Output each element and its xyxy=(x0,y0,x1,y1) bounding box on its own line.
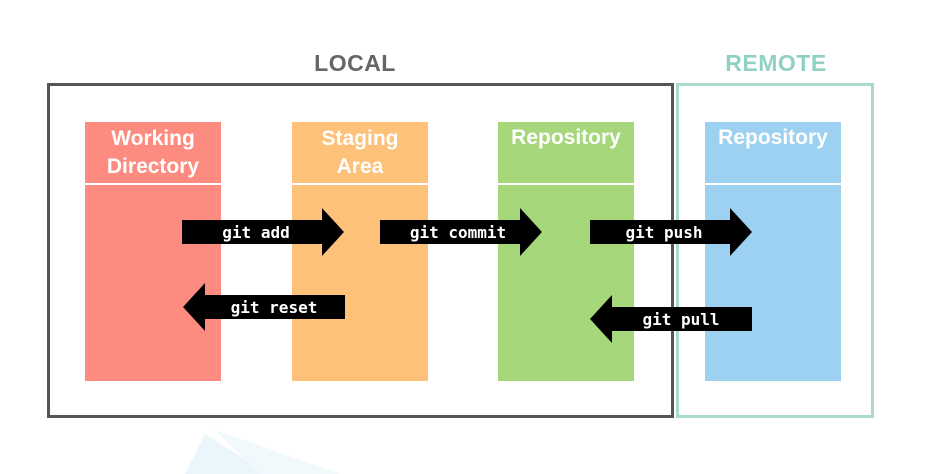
local-repository-header: Repository xyxy=(498,122,634,183)
remote-repository-header: Repository xyxy=(705,122,841,183)
arrow-right-icon xyxy=(380,208,542,256)
staging-area-body xyxy=(292,185,428,381)
arrow-left-icon xyxy=(183,283,345,331)
working-directory-title-line2: Directory xyxy=(106,154,200,178)
remote-repository-title: Repository xyxy=(718,126,828,149)
staging-area-title-line1: Staging xyxy=(321,126,399,150)
git-add-label: git add xyxy=(222,222,290,242)
remote-section-label: REMOTE xyxy=(725,50,827,76)
column-divider xyxy=(705,183,841,185)
working-directory-body xyxy=(85,185,221,381)
git-commit-label: git commit xyxy=(409,222,507,242)
remote-frame xyxy=(676,83,874,418)
arrow-left-icon xyxy=(590,295,752,343)
arrow-right-icon xyxy=(590,208,752,256)
staging-area-title-line2: Area xyxy=(336,154,384,178)
git-push-arrow: git push xyxy=(590,208,752,256)
remote-repository-body xyxy=(705,185,841,381)
column-divider xyxy=(85,183,221,185)
working-directory-header: Working Directory xyxy=(85,122,221,183)
git-commit-arrow: git commit xyxy=(380,208,542,256)
remote-repository-column: Repository xyxy=(705,122,841,381)
working-directory-column: Working Directory xyxy=(85,122,221,381)
staging-area-header: Staging Area xyxy=(292,122,428,183)
local-section-label: LOCAL xyxy=(314,50,396,76)
git-pull-arrow: git pull xyxy=(590,295,752,343)
working-directory-title-line1: Working xyxy=(111,126,195,150)
local-frame xyxy=(47,83,674,418)
local-repository-title: Repository xyxy=(511,126,621,149)
staging-area-column: Staging Area xyxy=(292,122,428,381)
git-push-label: git push xyxy=(625,222,703,242)
column-divider xyxy=(292,183,428,185)
arrow-right-icon xyxy=(182,208,344,256)
git-pull-label: git pull xyxy=(642,309,720,329)
git-add-arrow: git add xyxy=(182,208,344,256)
git-reset-label: git reset xyxy=(230,297,318,317)
git-reset-arrow: git reset xyxy=(183,283,345,331)
column-divider xyxy=(498,183,634,185)
